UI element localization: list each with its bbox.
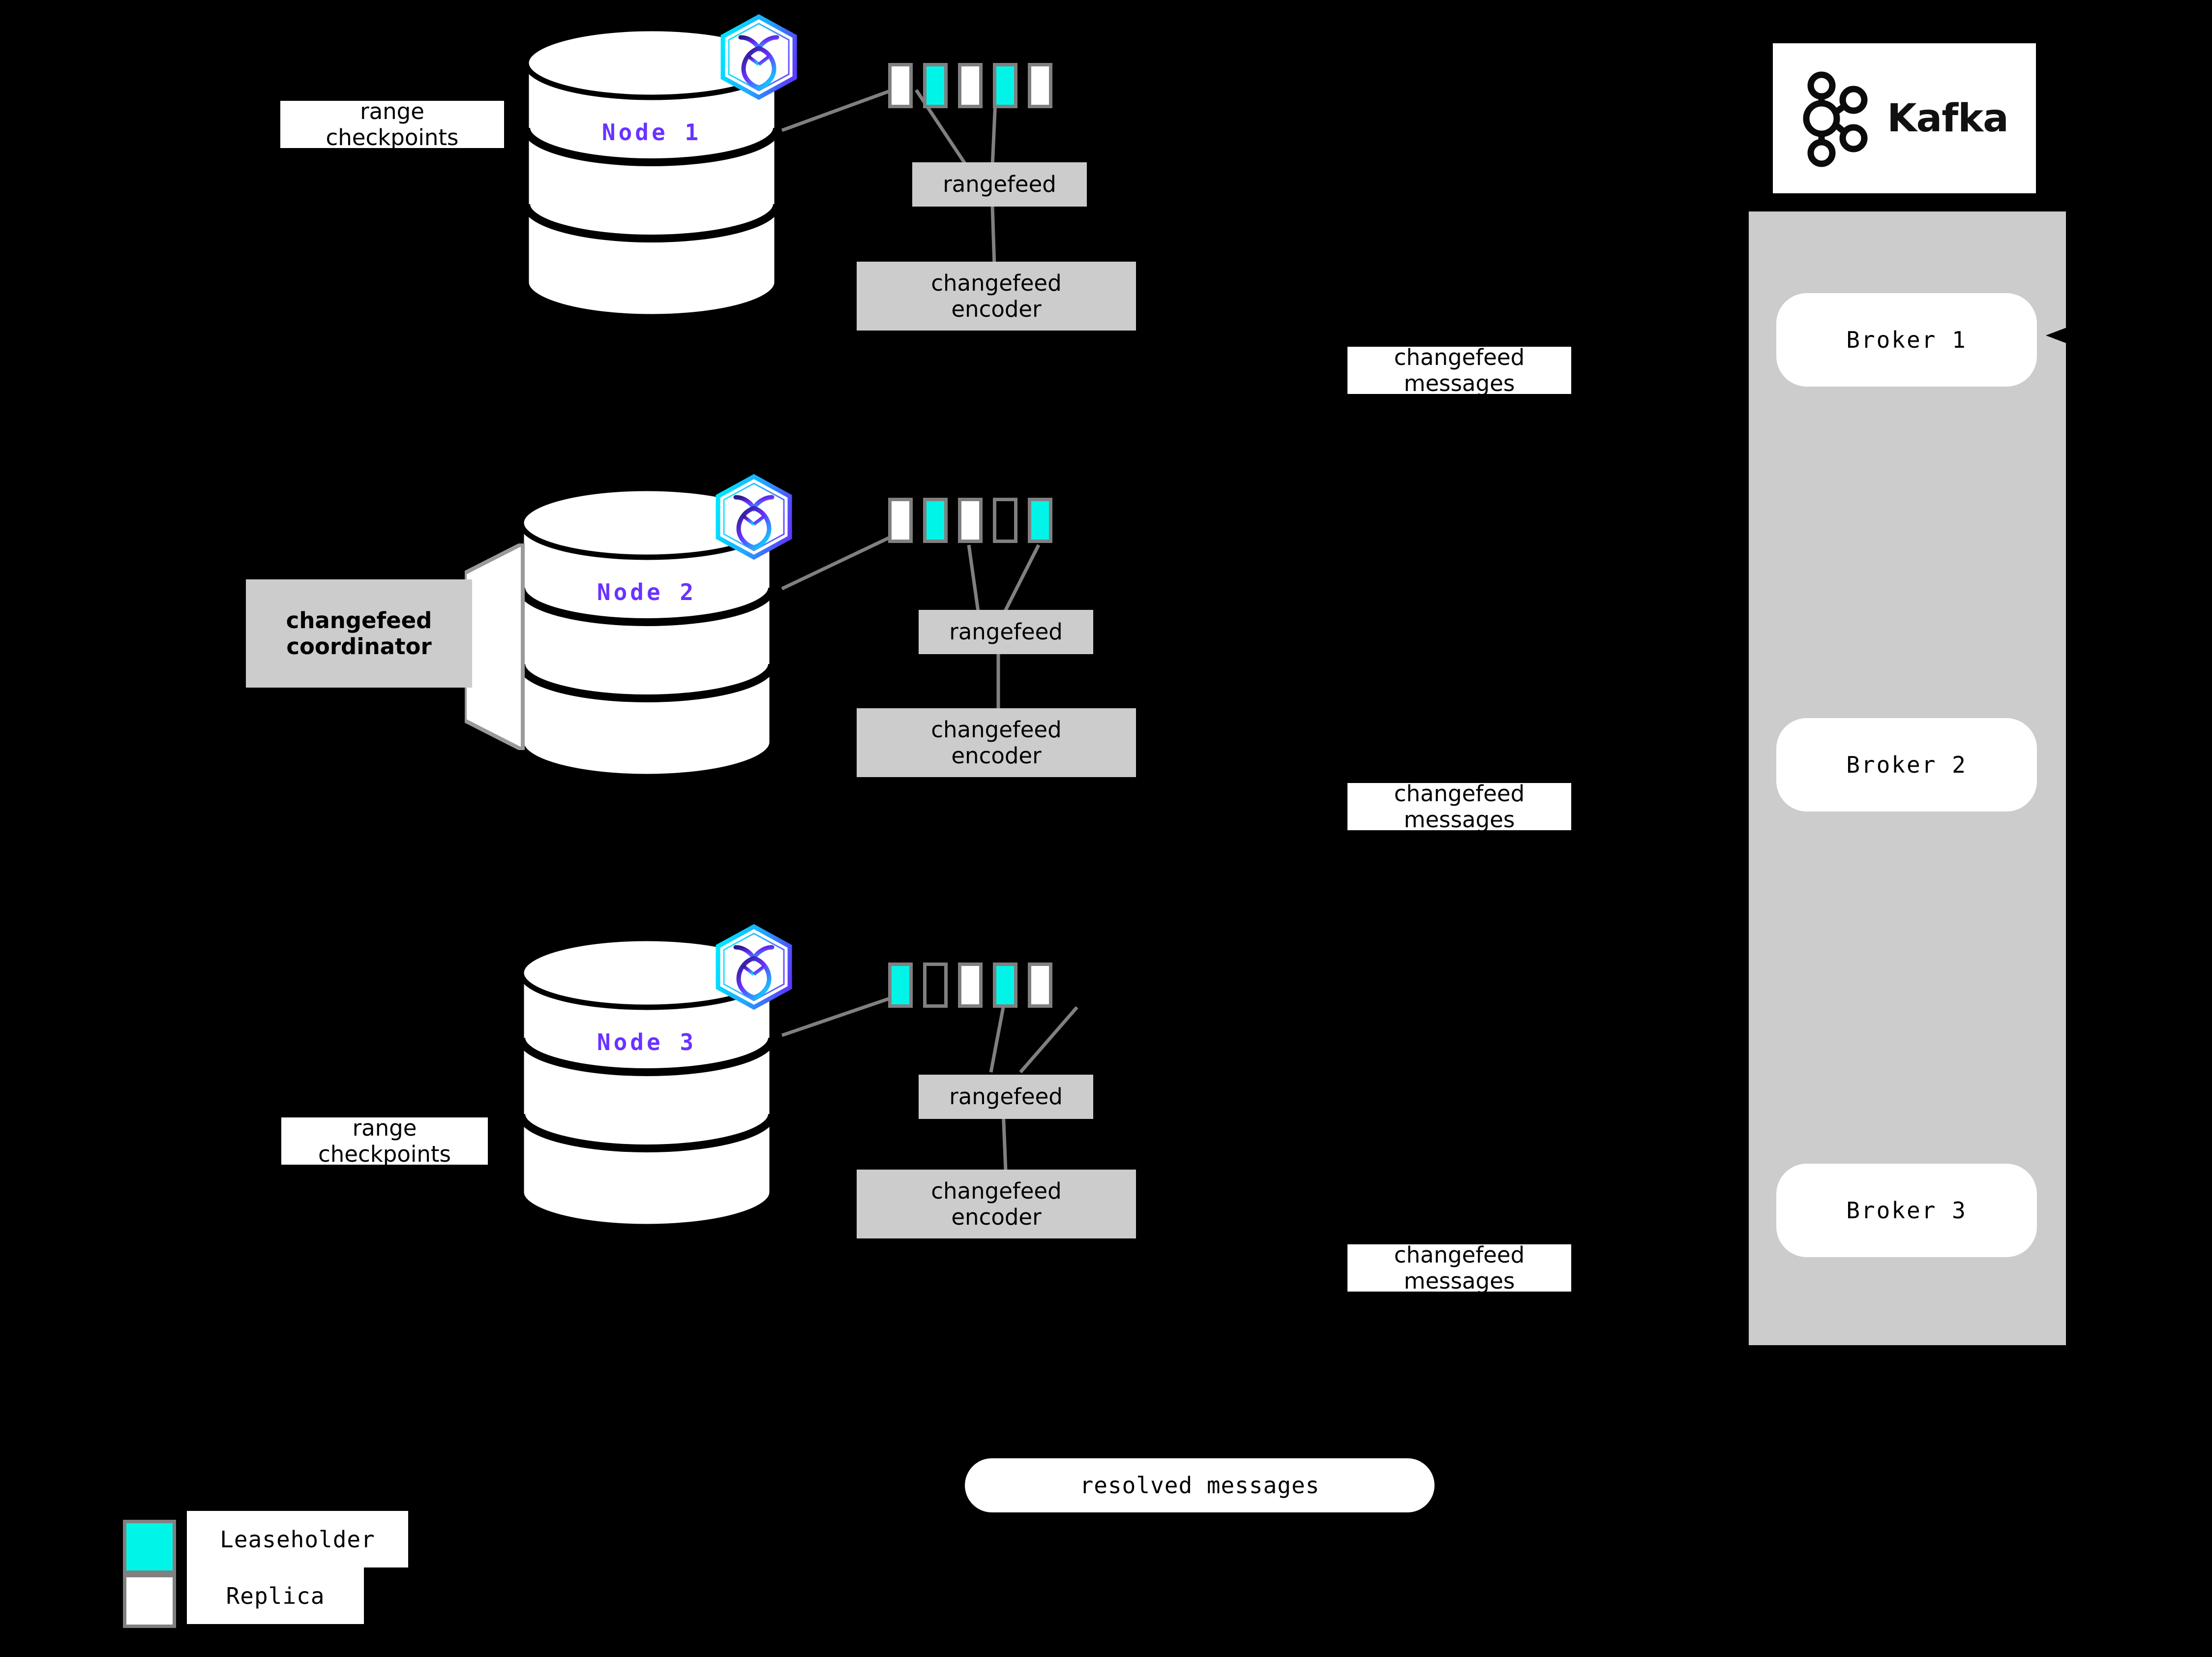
changefeed-coordinator-box: changefeed coordinator [246,579,472,688]
node-3-cylinder: Node 3 [516,924,792,1230]
node-1-cylinder: Node 1 [521,14,797,320]
node-2-label: Node 2 [597,579,697,605]
range-box [993,498,1017,543]
node-2-ranges [888,498,1052,543]
range-box [888,63,913,108]
node-1-rangefeed-box: rangefeed [912,162,1087,207]
cockroachdb-hexagon-icon [712,924,796,1010]
range-box [923,963,948,1008]
cockroachdb-hexagon-icon [717,14,801,100]
cockroachdb-hexagon-icon [712,474,796,560]
legend-swatch-leaseholder [123,1520,176,1574]
node-3-changefeed-encoder-box: changefeed encoder [857,1170,1136,1238]
range-box [1028,963,1052,1008]
range-box [958,963,983,1008]
node-1-label: Node 1 [601,119,702,146]
range-box [993,63,1017,108]
changefeed-messages-label-1: changefeed messages [1347,344,1571,396]
node-2-cylinder: Node 2 [516,474,792,780]
kafka-wordmark: Kafka [1887,96,2009,141]
legend-label-leaseholder: Leaseholder [187,1511,408,1567]
range-box [923,63,948,108]
node-1-ranges [888,63,1052,108]
legend-swatch-replica [123,1574,176,1628]
changefeed-messages-label-2: changefeed messages [1347,781,1571,833]
kafka-logo-box: Kafka [1773,43,2036,193]
broker-1-box[interactable]: Broker 1 [1776,293,2037,387]
broker-1-incoming-arrow-icon [2046,325,2074,346]
node-3-range-checkpoints-label: range checkpoints [281,1115,488,1167]
range-box [888,963,913,1008]
range-box [1028,63,1052,108]
node-2-rangefeed-box: rangefeed [919,610,1093,654]
range-box [958,498,983,543]
node-1-range-checkpoints-label: range checkpoints [280,98,504,151]
range-box [958,63,983,108]
node-3-rangefeed-box: rangefeed [919,1075,1093,1119]
broker-3-box[interactable]: Broker 3 [1776,1164,2037,1257]
node-3-label: Node 3 [597,1029,697,1055]
node-3-ranges [888,963,1052,1008]
node-2-changefeed-encoder-box: changefeed encoder [857,708,1136,777]
node-1-changefeed-encoder-box: changefeed encoder [857,262,1136,331]
resolved-messages-pill: resolved messages [965,1458,1435,1512]
changefeed-coordinator-pointer [465,543,525,750]
kafka-logo-icon [1800,69,1874,168]
range-box [993,963,1017,1008]
broker-2-box[interactable]: Broker 2 [1776,718,2037,812]
legend-label-replica: Replica [187,1567,364,1624]
range-box [888,498,913,543]
range-box [1028,498,1052,543]
changefeed-messages-label-3: changefeed messages [1347,1242,1571,1294]
range-box [923,498,948,543]
